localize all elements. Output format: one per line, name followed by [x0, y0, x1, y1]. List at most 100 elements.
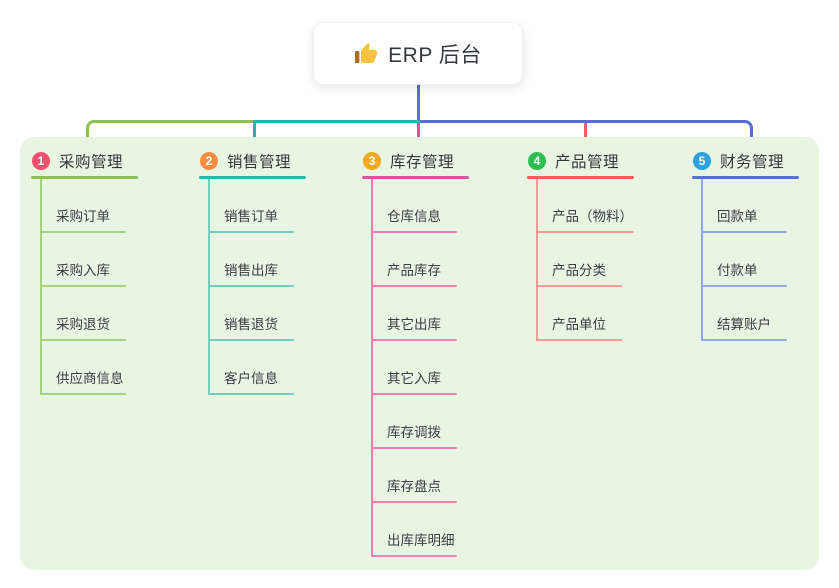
connector-branch2-horizontal — [253, 120, 420, 123]
branch-sales-management: 2 销售管理 销售订单 销售出库 销售退货 客户信息 — [199, 146, 329, 395]
branch-node[interactable]: 1 采购管理 — [31, 146, 161, 176]
child-node: 仓库信息 — [362, 179, 492, 233]
branch-children: 仓库信息 产品库存 其它出库 其它入库 库存调拨 库存盘点 — [362, 179, 492, 557]
child-node: 产品单位 — [527, 287, 657, 341]
root-node[interactable]: ERP 后台 — [313, 22, 523, 85]
child-label[interactable]: 出库库明细 — [387, 533, 455, 548]
child-node: 产品分类 — [527, 233, 657, 287]
branch-title: 财务管理 — [720, 154, 785, 171]
child-tree-line — [40, 179, 42, 395]
child-node: 客户信息 — [199, 341, 329, 395]
child-underline — [536, 231, 634, 233]
branch-node[interactable]: 2 销售管理 — [199, 146, 329, 176]
child-label[interactable]: 产品分类 — [552, 263, 606, 278]
child-node: 采购退货 — [31, 287, 161, 341]
child-underline — [208, 285, 294, 287]
child-underline — [371, 231, 457, 233]
branch-children: 销售订单 销售出库 销售退货 客户信息 — [199, 179, 329, 395]
branch-node[interactable]: 3 库存管理 — [362, 146, 492, 176]
child-node: 库存盘点 — [362, 449, 492, 503]
branch-purchase-management: 1 采购管理 采购订单 采购入库 采购退货 供应商信息 — [31, 146, 161, 395]
child-underline — [40, 285, 126, 287]
child-node: 销售出库 — [199, 233, 329, 287]
child-node: 销售订单 — [199, 179, 329, 233]
child-label[interactable]: 供应商信息 — [56, 371, 124, 386]
child-underline — [701, 285, 787, 287]
branch-children: 产品（物料） 产品分类 产品单位 — [527, 179, 657, 341]
child-underline — [40, 339, 126, 341]
branch-title: 产品管理 — [555, 154, 620, 171]
root-node-label: ERP 后台 — [388, 43, 482, 67]
branch-number-badge: 1 — [32, 152, 50, 170]
branch-underline — [362, 176, 469, 179]
child-label[interactable]: 客户信息 — [224, 371, 278, 386]
child-label[interactable]: 其它入库 — [387, 371, 441, 386]
child-label[interactable]: 其它出库 — [387, 317, 441, 332]
connector-root-vertical — [417, 85, 420, 123]
branch-number-badge: 2 — [200, 152, 218, 170]
child-label[interactable]: 产品单位 — [552, 317, 606, 332]
child-label[interactable]: 销售订单 — [224, 209, 278, 224]
branches-panel — [20, 137, 819, 570]
connector-branch5-corner — [420, 120, 753, 147]
child-underline — [371, 447, 457, 449]
child-underline — [208, 339, 294, 341]
child-node: 出库库明细 — [362, 503, 492, 557]
child-tree-line — [371, 179, 373, 557]
branch-product-management: 4 产品管理 产品（物料） 产品分类 产品单位 — [527, 146, 657, 341]
branch-node[interactable]: 5 财务管理 — [692, 146, 822, 176]
child-label[interactable]: 库存调拨 — [387, 425, 441, 440]
child-underline — [208, 393, 294, 395]
child-underline — [536, 285, 622, 287]
child-underline — [536, 339, 622, 341]
child-underline — [371, 339, 457, 341]
child-node: 回款单 — [692, 179, 822, 233]
child-node: 产品（物料） — [527, 179, 657, 233]
child-node: 采购订单 — [31, 179, 161, 233]
branch-inventory-management: 3 库存管理 仓库信息 产品库存 其它出库 其它入库 库存调拨 — [362, 146, 492, 557]
child-label[interactable]: 采购入库 — [56, 263, 110, 278]
child-label[interactable]: 销售出库 — [224, 263, 278, 278]
child-underline — [40, 393, 126, 395]
child-label[interactable]: 采购退货 — [56, 317, 110, 332]
branch-finance-management: 5 财务管理 回款单 付款单 结算账户 — [692, 146, 822, 341]
child-label[interactable]: 仓库信息 — [387, 209, 441, 224]
thumbs-up-icon — [355, 42, 378, 63]
child-label[interactable]: 付款单 — [717, 263, 758, 278]
branch-children: 回款单 付款单 结算账户 — [692, 179, 822, 341]
connector-branch3-drop — [417, 123, 420, 147]
child-label[interactable]: 采购订单 — [56, 209, 110, 224]
connector-branch4-drop — [584, 123, 587, 147]
child-node: 其它出库 — [362, 287, 492, 341]
child-label[interactable]: 回款单 — [717, 209, 758, 224]
child-node: 采购入库 — [31, 233, 161, 287]
connector-branch1-corner — [86, 120, 253, 147]
branch-number-badge: 3 — [363, 152, 381, 170]
branch-title: 库存管理 — [390, 154, 455, 171]
child-node: 销售退货 — [199, 287, 329, 341]
connector-branch2-drop — [253, 120, 256, 147]
branch-underline — [31, 176, 138, 179]
child-node: 供应商信息 — [31, 341, 161, 395]
child-underline — [371, 285, 457, 287]
branch-underline — [692, 176, 799, 179]
child-label[interactable]: 产品库存 — [387, 263, 441, 278]
child-label[interactable]: 结算账户 — [717, 317, 771, 332]
child-label[interactable]: 产品（物料） — [552, 209, 633, 224]
child-node: 其它入库 — [362, 341, 492, 395]
child-label[interactable]: 库存盘点 — [387, 479, 441, 494]
branch-children: 采购订单 采购入库 采购退货 供应商信息 — [31, 179, 161, 395]
child-tree-line — [536, 179, 538, 341]
child-node: 产品库存 — [362, 233, 492, 287]
branch-number-badge: 5 — [693, 152, 711, 170]
child-label[interactable]: 销售退货 — [224, 317, 278, 332]
child-underline — [371, 393, 457, 395]
branch-node[interactable]: 4 产品管理 — [527, 146, 657, 176]
child-tree-line — [208, 179, 210, 395]
branch-title: 采购管理 — [59, 154, 124, 171]
child-tree-line — [701, 179, 703, 341]
branch-title: 销售管理 — [227, 154, 292, 171]
child-underline — [701, 339, 787, 341]
child-node: 结算账户 — [692, 287, 822, 341]
